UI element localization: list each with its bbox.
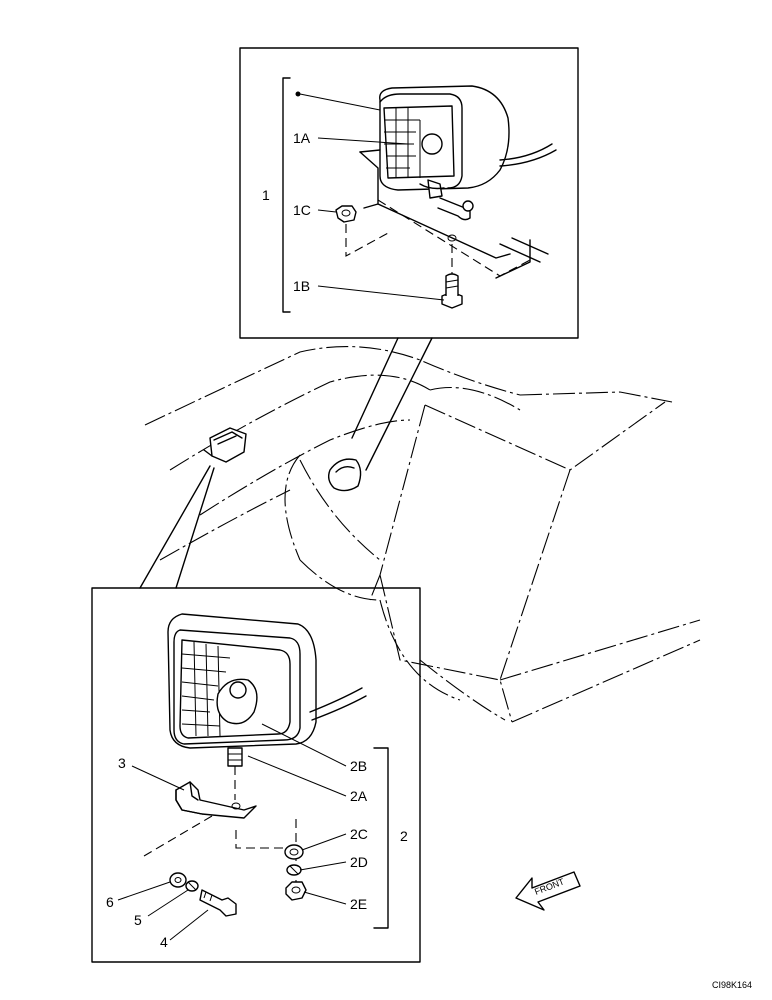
front-lamp-on-machine (327, 458, 362, 492)
callout-2a: 2A (350, 788, 368, 804)
callout-2c: 2C (350, 826, 368, 842)
callout-2b: 2B (350, 758, 367, 774)
callout-1: 1 (262, 187, 270, 203)
callout-labels: 1 1A 1C 1B 2B 2A 2C 2 2D 2E 3 6 5 4 (106, 130, 408, 950)
callout-5: 5 (134, 912, 142, 928)
front-direction-arrow: FRONT (515, 871, 581, 911)
detail-leader-lines (139, 337, 433, 589)
detail-box-1 (239, 47, 579, 339)
callout-6: 6 (106, 894, 114, 910)
drawing-code: CI98K164 (712, 980, 752, 990)
callout-4: 4 (160, 934, 168, 950)
callout-1c: 1C (293, 202, 311, 218)
callout-1a: 1A (293, 130, 311, 146)
callout-3: 3 (118, 755, 126, 771)
callout-2e: 2E (350, 896, 367, 912)
callout-1b: 1B (293, 278, 310, 294)
rear-lamp-on-machine (203, 427, 247, 463)
callout-2d: 2D (350, 854, 368, 870)
callout-2: 2 (400, 828, 408, 844)
detail-box-2 (91, 587, 421, 963)
